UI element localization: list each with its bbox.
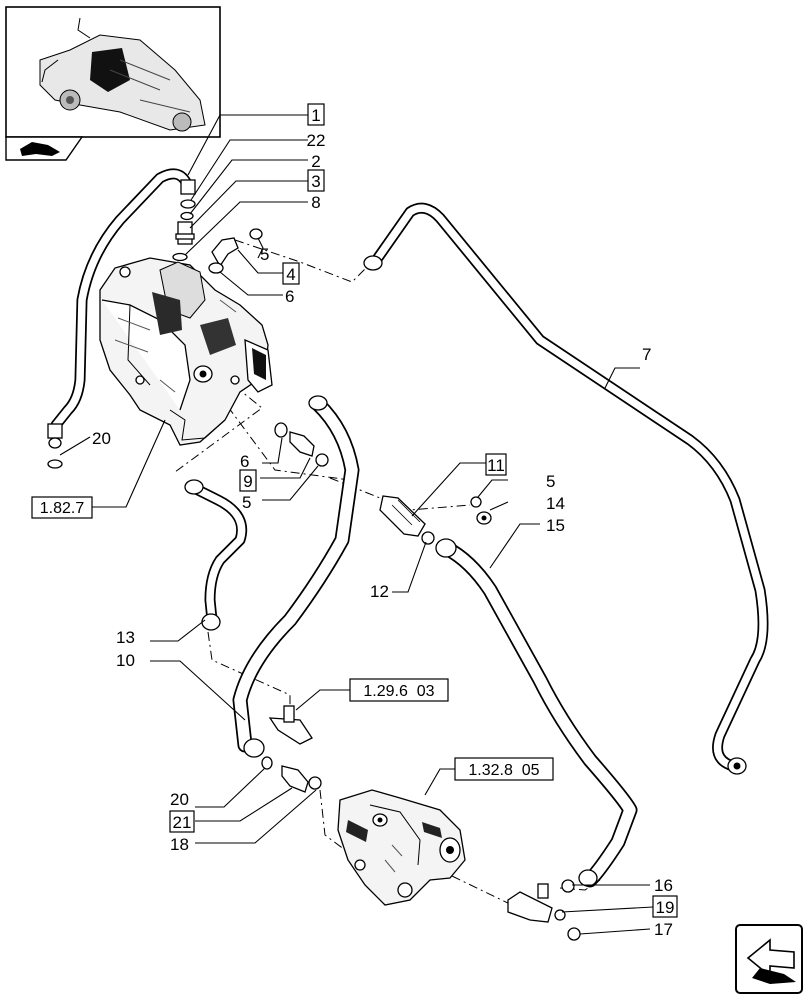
hose-10 (232, 395, 360, 793)
overview-thumbnail[interactable] (5, 6, 221, 161)
callout-6-middle: 6 (240, 452, 249, 471)
callout-17: 17 (654, 920, 673, 939)
folder-arrow-icon[interactable] (5, 136, 84, 161)
callout-8: 8 (311, 193, 320, 212)
callout-22: 22 (307, 131, 326, 150)
callout-ref-1-82-7: 1.82.7 (40, 500, 85, 517)
fittings-middle (274, 422, 329, 467)
callout-ref-1-32-8-05: 1.32.8 05 (468, 762, 539, 779)
leader-lines (59, 114, 654, 935)
callout-19: 19 (656, 898, 675, 917)
tractor-overview-thumbnail (39, 17, 206, 132)
callout-18: 18 (170, 835, 189, 854)
callout-ref-1-29-6-03: 1.29.6 03 (363, 683, 434, 700)
tee-fitting-19 (507, 879, 581, 941)
callout-20-lower: 20 (170, 790, 189, 809)
lower-valve-body (337, 789, 466, 906)
callout-11: 11 (487, 456, 505, 475)
callout-16: 16 (654, 876, 673, 895)
callout-14: 14 (546, 494, 565, 513)
callout-4: 4 (286, 265, 295, 284)
main-valve-body (99, 257, 273, 446)
callout-5-right: 5 (546, 472, 555, 491)
callout-15: 15 (546, 516, 565, 535)
callout-12: 12 (370, 582, 389, 601)
callout-7: 7 (642, 345, 651, 364)
callout-21: 21 (173, 813, 192, 832)
callout-3: 3 (311, 172, 320, 191)
callout-9: 9 (243, 472, 252, 491)
hose-15 (435, 538, 638, 888)
callout-10: 10 (116, 651, 135, 670)
callout-5-upper: 5 (260, 245, 269, 264)
callout-20-upper: 20 (92, 429, 111, 448)
next-page-arrow-icon[interactable] (735, 924, 803, 994)
callout-13: 13 (116, 628, 135, 647)
pipe-13 (184, 479, 248, 631)
callout-2: 2 (311, 152, 320, 171)
callout-labels: 1 22 2 3 8 5 4 6 7 20 1.82.7 6 9 5 11 5 … (31, 103, 678, 939)
callout-1: 1 (311, 106, 320, 125)
rigid-tube-7 (363, 202, 769, 775)
callout-6-upper: 6 (285, 287, 294, 306)
pipe-1 (47, 168, 196, 469)
callout-5-middle: 5 (242, 493, 251, 512)
fitting-11 (379, 495, 492, 545)
tee-fitting (268, 705, 313, 745)
fittings-upper (172, 199, 263, 274)
